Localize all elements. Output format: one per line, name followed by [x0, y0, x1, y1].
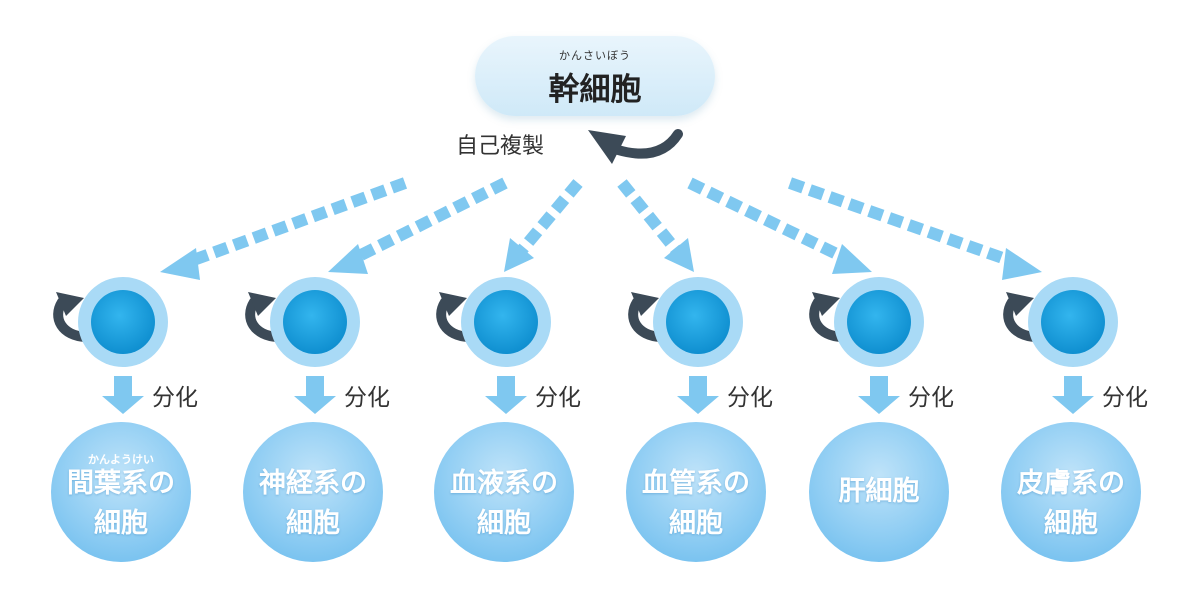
- down-arrow-1: [102, 376, 144, 414]
- dashed-arrow-4: [617, 179, 694, 272]
- cell-type-label: 血液系の細胞: [450, 468, 558, 539]
- dashed-arrow-5: [687, 177, 872, 274]
- cell-type-nervous: 神経系の細胞: [243, 422, 383, 562]
- progenitor-cell-4: [628, 277, 743, 367]
- differentiation-label-1: 分化: [152, 385, 198, 411]
- down-arrow-3: [485, 376, 527, 414]
- differentiation-label-4: 分化: [727, 385, 773, 411]
- dashed-arrow-6: [788, 177, 1042, 280]
- progenitor-cell-1: [53, 277, 168, 367]
- dashed-arrow-1: [160, 177, 408, 280]
- cell-type-label: 肝細胞: [838, 476, 920, 507]
- cell-type-blood: 血液系の細胞: [434, 422, 574, 562]
- stem-cell: かんさいぼう 幹細胞: [475, 36, 715, 116]
- cell-type-vascular: 血管系の細胞: [626, 422, 766, 562]
- differentiation-label-3: 分化: [535, 385, 581, 411]
- self-renewal-label: 自己複製: [456, 134, 545, 159]
- stem-cell-ruby: かんさいぼう: [559, 49, 631, 62]
- dashed-arrow-3: [504, 179, 583, 272]
- down-arrow-5: [858, 376, 900, 414]
- down-arrow-4: [677, 376, 719, 414]
- progenitor-cell-3: [436, 277, 551, 367]
- self-renewal-arrow-icon: [588, 129, 683, 164]
- cell-type-skin: 皮膚系の細胞: [1001, 422, 1141, 562]
- cell-type-label: 皮膚系の細胞: [1017, 468, 1125, 539]
- stem-cell-label: 幹細胞: [548, 72, 642, 108]
- cell-type-liver: 肝細胞: [809, 422, 949, 562]
- cell-type-ruby: かんようけい: [88, 453, 154, 466]
- cell-type-label: 神経系の細胞: [259, 468, 367, 539]
- differentiation-label-2: 分化: [344, 385, 390, 411]
- dashed-arrow-2: [328, 177, 508, 274]
- differentiation-label-5: 分化: [908, 385, 954, 411]
- down-arrow-6: [1052, 376, 1094, 414]
- cell-type-mesenchymal: かんようけい 間葉系の細胞: [51, 422, 191, 562]
- down-arrow-2: [294, 376, 336, 414]
- progenitor-cell-5: [809, 277, 924, 367]
- cell-type-label: 血管系の細胞: [642, 468, 750, 539]
- cell-type-label: 間葉系の細胞: [67, 468, 175, 539]
- progenitor-cell-6: [1003, 277, 1118, 367]
- differentiation-label-6: 分化: [1102, 385, 1148, 411]
- progenitor-cell-2: [245, 277, 360, 367]
